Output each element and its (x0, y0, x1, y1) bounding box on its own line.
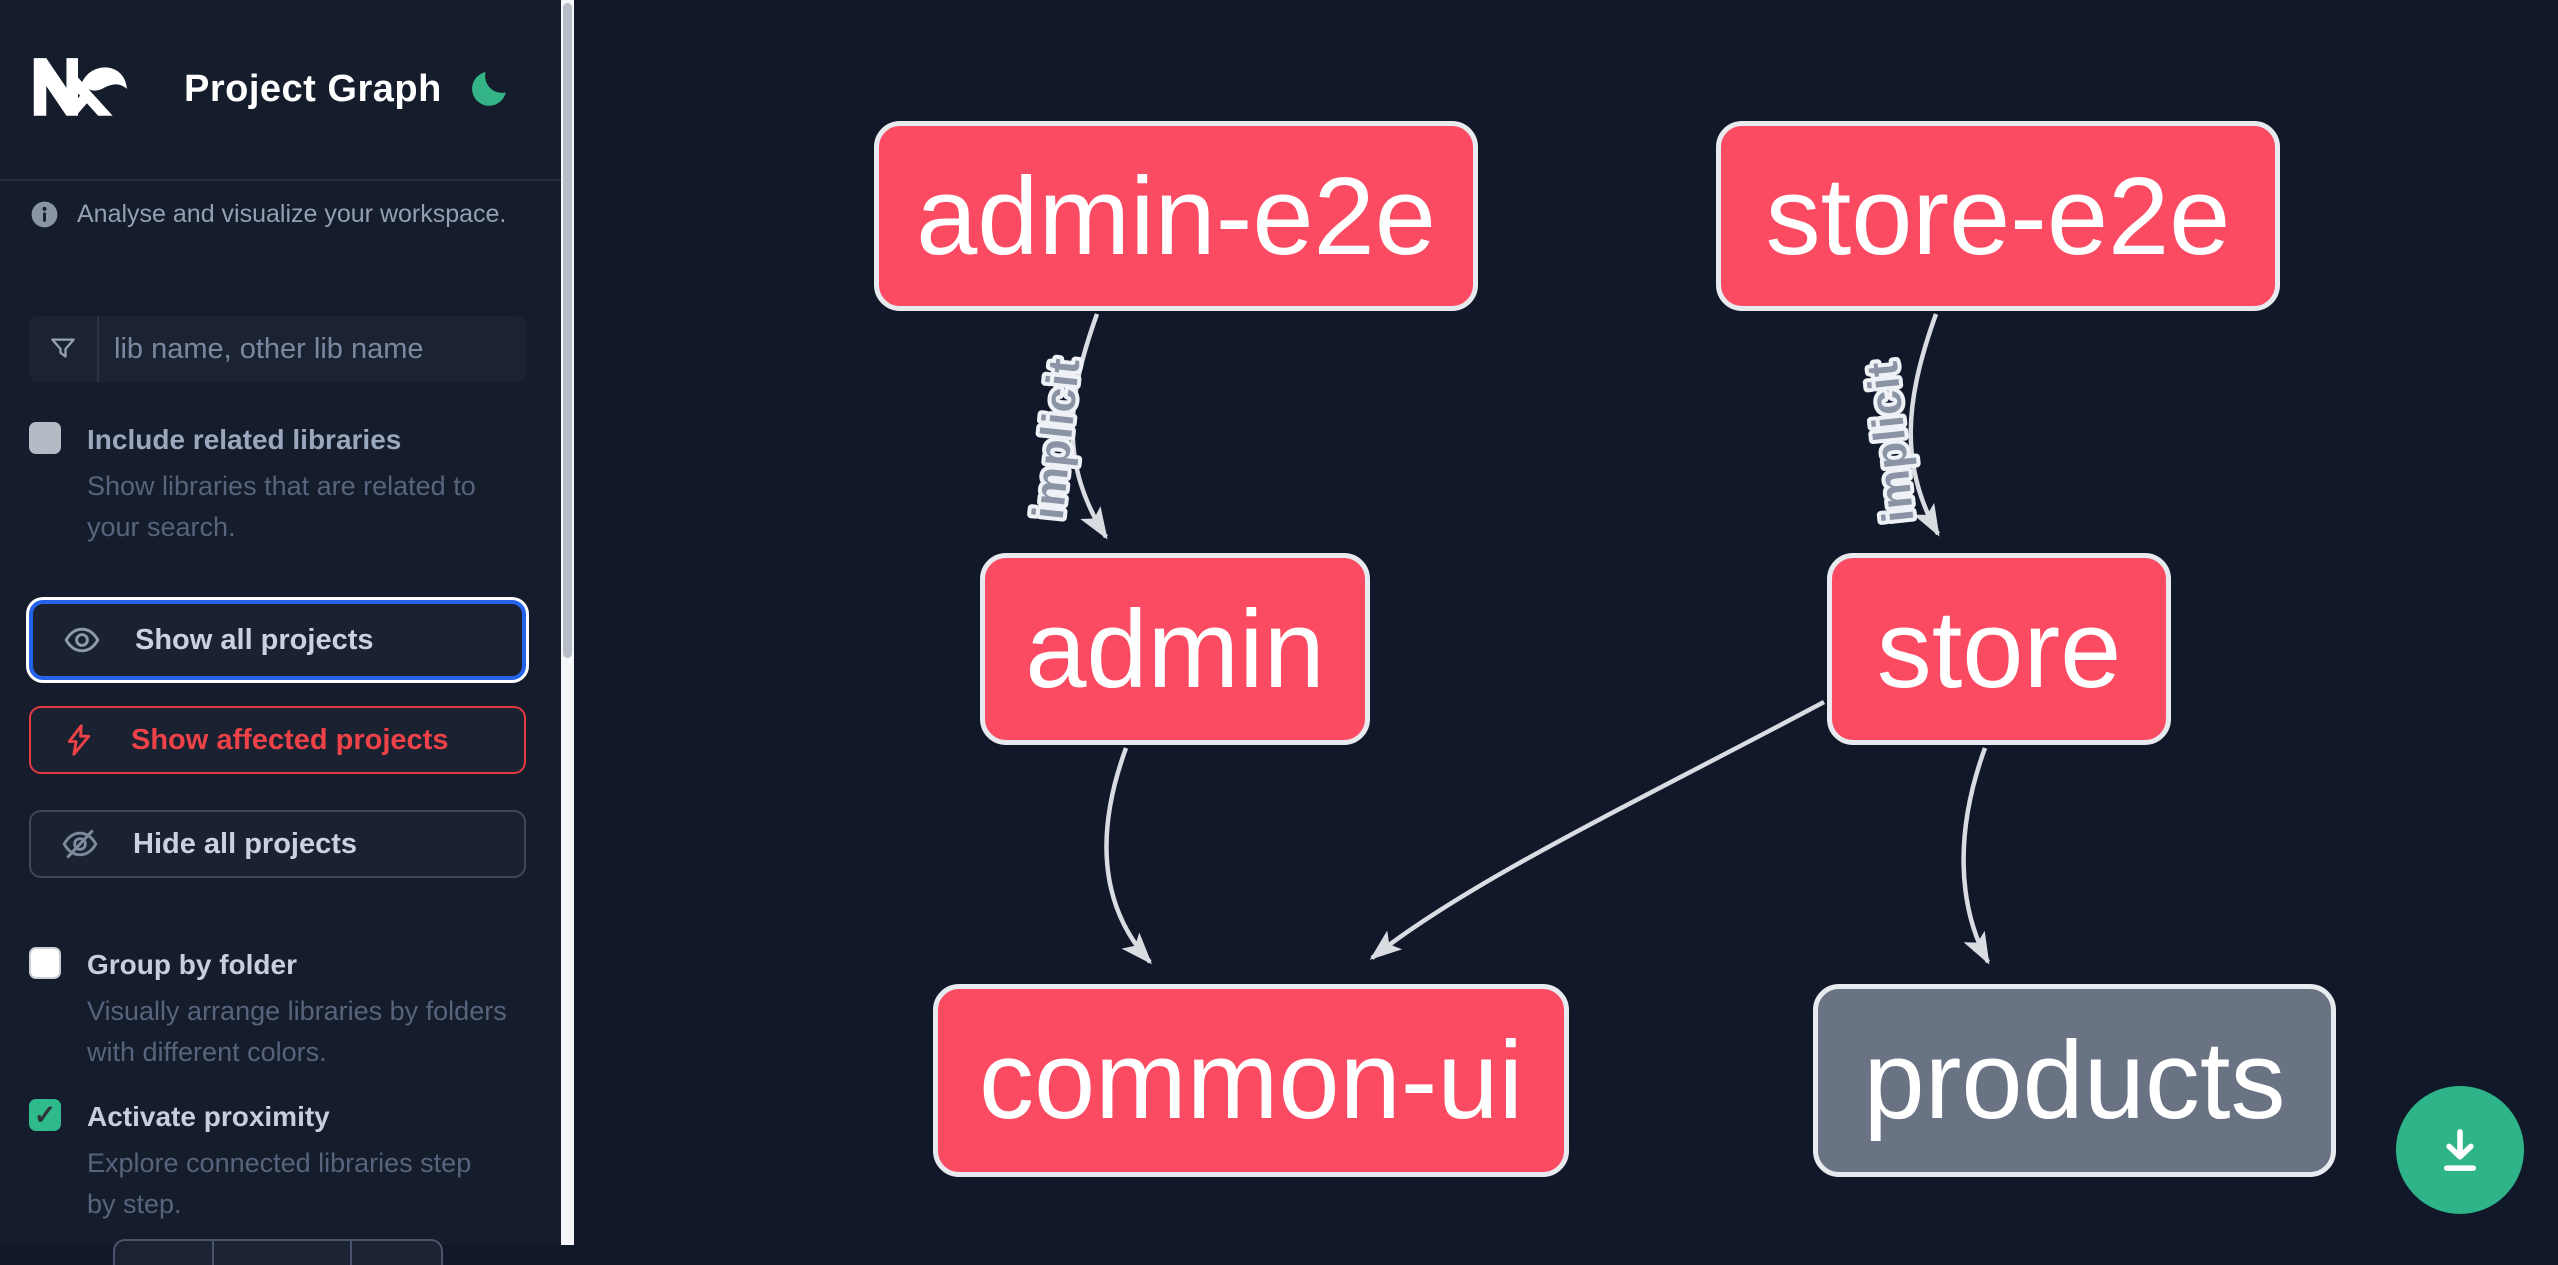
sidebar-scrollbar-thumb[interactable] (563, 3, 572, 658)
workspace-tagline-row: Analyse and visualize your workspace. (29, 199, 506, 230)
group-by-folder-label[interactable]: Group by folder (87, 949, 297, 980)
nx-logo (33, 58, 128, 116)
show-affected-projects-button[interactable]: Show affected projects (29, 706, 526, 774)
project-node-products[interactable]: products (1813, 984, 2336, 1177)
info-icon (31, 201, 58, 228)
edge-store-e2e-store (1908, 313, 1940, 537)
bolt-icon (67, 724, 91, 756)
theme-toggle-button[interactable] (468, 66, 512, 110)
project-node-admin-e2e[interactable]: admin-e2e (874, 121, 1478, 311)
page-title: Project Graph (184, 68, 442, 110)
edge-label-implicit: implicit (1024, 355, 1090, 521)
search-box (29, 316, 526, 382)
activate-proximity-description: Explore connected libraries step by step… (87, 1148, 472, 1219)
edge-admin-e2e-admin (1070, 313, 1108, 540)
eye-icon (64, 627, 100, 653)
project-node-store[interactable]: store (1827, 553, 2171, 745)
show-all-projects-button[interactable]: Show all projects (29, 600, 526, 680)
hide-all-projects-label: Hide all projects (133, 827, 358, 860)
download-icon (2443, 1129, 2477, 1171)
include-related-label[interactable]: Include related libraries (87, 424, 402, 455)
sidebar: Project Graph Analyse and visualize your… (0, 0, 561, 1265)
search-icon-cell (29, 316, 99, 382)
hide-all-projects-button[interactable]: Hide all projects (29, 810, 526, 878)
sidebar-scrollbar-track (561, 0, 574, 1245)
activate-proximity-checkbox[interactable]: ✓ (29, 1099, 61, 1131)
download-image-button[interactable] (2396, 1086, 2524, 1214)
project-node-common-ui[interactable]: common-ui (933, 984, 1569, 1177)
moon-icon (472, 72, 506, 106)
group-by-folder-checkbox[interactable] (29, 947, 61, 979)
include-related-row: Include related libraries Show libraries… (29, 422, 529, 552)
checkmark-icon: ✓ (33, 1099, 57, 1130)
group-by-folder-description: Visually arrange libraries by folders wi… (87, 996, 507, 1067)
activate-proximity-label[interactable]: Activate proximity (87, 1101, 330, 1132)
project-node-store-e2e[interactable]: store-e2e (1716, 121, 2280, 311)
group-by-folder-row: Group by folder Visually arrange librari… (29, 947, 529, 1077)
project-node-admin[interactable]: admin (980, 553, 1370, 745)
include-related-checkbox[interactable] (29, 422, 61, 454)
include-related-description: Show libraries that are related to your … (87, 471, 476, 542)
show-all-projects-label: Show all projects (135, 623, 374, 656)
edge-store-products (1961, 747, 1990, 965)
workspace-tagline: Analyse and visualize your workspace. (77, 200, 507, 228)
eye-off-icon (62, 829, 98, 859)
show-affected-projects-label: Show affected projects (131, 723, 449, 756)
proximity-stepper (113, 1239, 443, 1265)
funnel-icon (51, 338, 75, 358)
edge-admin-common-ui (1104, 747, 1153, 965)
edge-store-common-ui (1369, 700, 1826, 960)
edge-label-implicit: implicit (1858, 358, 1924, 524)
header-divider (0, 179, 561, 181)
search-input[interactable] (99, 316, 526, 382)
activate-proximity-row: ✓ Activate proximity Explore connected l… (29, 1099, 529, 1229)
